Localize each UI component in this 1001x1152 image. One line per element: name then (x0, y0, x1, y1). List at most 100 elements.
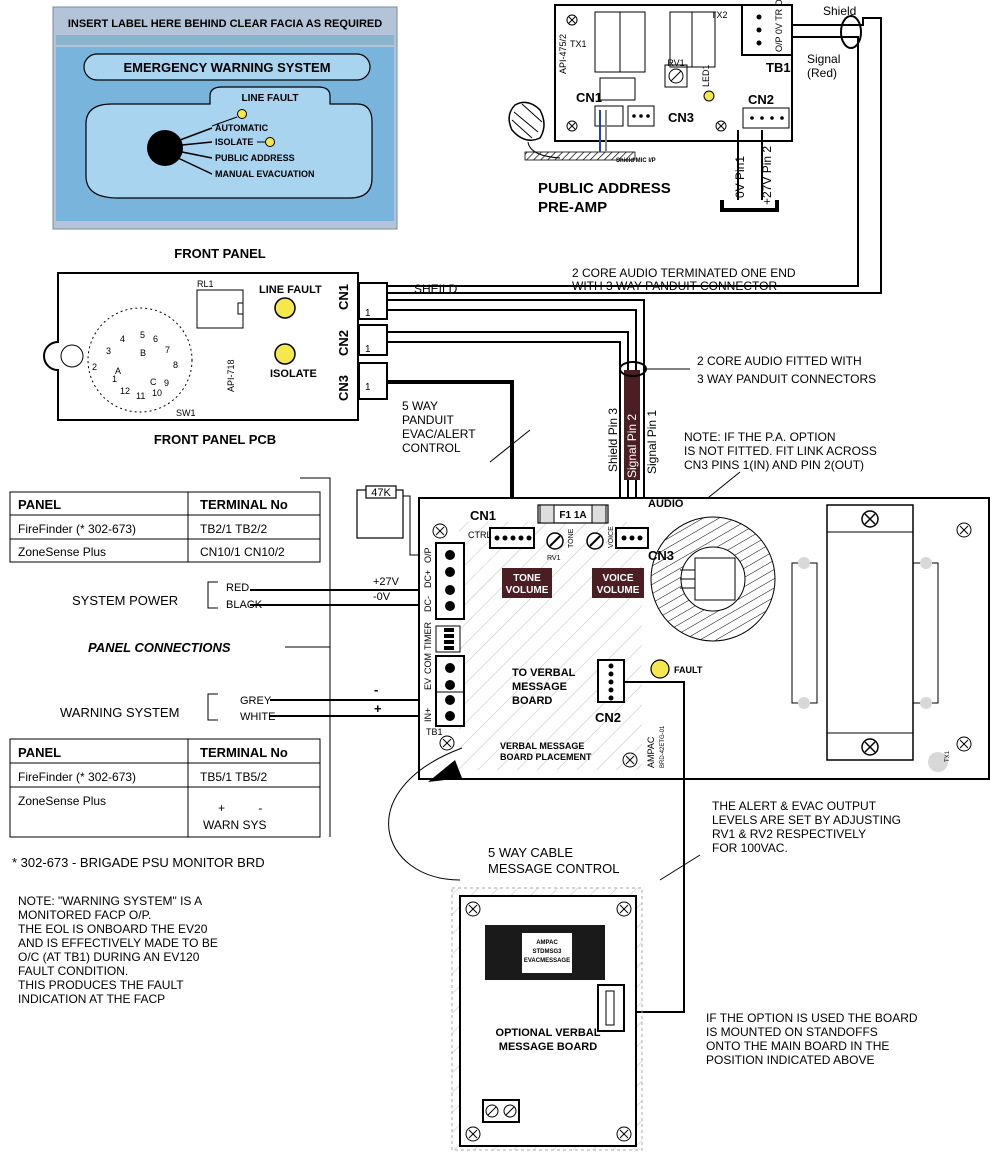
warning-table: PANEL TERMINAL No FireFinder (* 302-673)… (9, 738, 321, 838)
heatsink-icon (650, 516, 776, 642)
svg-text:1: 1 (365, 344, 371, 355)
svg-text:IS NOT FITTED. FIT LINK ACROSS: IS NOT FITTED. FIT LINK ACROSS (684, 444, 877, 458)
svg-text:3: 3 (106, 346, 111, 356)
preamp-board: TX1 TX2 RV1 LED1 API-475/2 TB1 O/P 0V TR… (508, 0, 793, 216)
switch-public-address: PUBLIC ADDRESS (215, 153, 295, 163)
svg-text:THIS PRODUCES THE FAULT: THIS PRODUCES THE FAULT (18, 978, 184, 992)
svg-text:+27V Pin 2: +27V Pin 2 (760, 146, 774, 205)
fp-isolate-led (274, 343, 296, 365)
svg-text:-: - (374, 682, 378, 697)
svg-text:Shield: Shield (823, 4, 856, 18)
svg-text:1: 1 (112, 374, 117, 384)
svg-text:EV: EV (423, 678, 433, 690)
svg-text:TIMER: TIMER (423, 622, 433, 650)
svg-text:Signal: Signal (807, 52, 840, 66)
svg-text:5 WAY: 5 WAY (402, 399, 438, 413)
fp-pcb-caption: FRONT PANEL PCB (154, 432, 276, 447)
cn3-preamp-label: CN3 (668, 110, 694, 125)
transformer-tx1 (791, 504, 939, 761)
svg-text:47K: 47K (371, 487, 391, 499)
preamp-caption-1: PUBLIC ADDRESS (538, 180, 671, 197)
screw-icon (616, 901, 632, 917)
tone-volume-badge (502, 568, 552, 598)
svg-text:TONE: TONE (513, 573, 541, 584)
table-cell: TB2/1 TB2/2 (200, 522, 267, 536)
svg-text:PANEL CONNECTIONS: PANEL CONNECTIONS (88, 640, 231, 655)
screw-icon (715, 120, 727, 132)
rv1-tone-pot-icon[interactable] (546, 532, 564, 550)
svg-text:MESSAGE BOARD: MESSAGE BOARD (499, 1041, 597, 1053)
system-title-box (83, 53, 371, 81)
line-fault-led (237, 109, 247, 119)
rv2-voice-pot-icon[interactable] (586, 532, 604, 550)
svg-text:7: 7 (165, 345, 170, 355)
switch-automatic: AUTOMATIC (215, 123, 269, 133)
table-header: TERMINAL No (200, 745, 288, 760)
svg-text:AMPAC: AMPAC (536, 940, 558, 946)
svg-text:-0V: -0V (373, 591, 391, 603)
svg-text:O/P 0V TR O/P: O/P 0V TR O/P (774, 0, 784, 52)
screw-icon (956, 736, 972, 752)
svg-text:IN+: IN+ (423, 708, 433, 722)
table-cell: FireFinder (* 302-673) (18, 770, 136, 784)
arrow-icon (428, 760, 462, 782)
panel-connections: PANEL CONNECTIONS SYSTEM POWER RED BLACK… (60, 477, 440, 837)
signal-pin2-highlight (624, 370, 640, 480)
mic-cable (524, 151, 636, 161)
svg-text:API-475/2: API-475/2 (558, 34, 568, 74)
svg-text:RV1: RV1 (547, 555, 561, 562)
power-table: PANEL TERMINAL No FireFinder (* 302-673)… (9, 491, 321, 563)
preamp-led (703, 90, 715, 102)
svg-text:IF THE OPTION IS USED THE BOAR: IF THE OPTION IS USED THE BOARD (706, 1011, 918, 1025)
mounting-hole-icon (60, 344, 84, 368)
front-panel-pcb: 4 5 6 3 7 2 B 8 A 1 C 9 12 10 11 RL1 LIN… (43, 272, 388, 447)
line-fault-label: LINE FAULT (241, 93, 298, 104)
system-title: EMERGENCY WARNING SYSTEM (123, 60, 330, 75)
svg-text:ISOLATE: ISOLATE (270, 368, 317, 380)
svg-text:CN3: CN3 (336, 375, 351, 401)
relay-rl1 (196, 289, 244, 329)
svg-text:DC-: DC- (423, 596, 433, 612)
screw-icon (956, 522, 972, 538)
svg-text:Shield MIC I/P: Shield MIC I/P (616, 158, 656, 164)
svg-text:ONTO THE MAIN BOARD IN THE: ONTO THE MAIN BOARD IN THE (706, 1039, 889, 1053)
svg-text:FAULT: FAULT (674, 665, 703, 675)
svg-text:Signal Pin 2: Signal Pin 2 (625, 414, 639, 478)
svg-text:MESSAGE CONTROL: MESSAGE CONTROL (488, 861, 619, 876)
svg-text:OPTIONAL VERBAL: OPTIONAL VERBAL (496, 1027, 601, 1039)
svg-text:TX1: TX1 (570, 39, 587, 49)
svg-text:GREY: GREY (240, 695, 272, 707)
fp-cn3-connector (358, 362, 388, 400)
svg-text:O/C (AT TB1) DURING AN EV120: O/C (AT TB1) DURING AN EV120 (18, 950, 200, 964)
screw-icon (432, 523, 448, 539)
table-header: PANEL (18, 745, 61, 760)
svg-text:RV1 & RV2 RESPECTIVELY: RV1 & RV2 RESPECTIVELY (712, 827, 866, 841)
svg-text:VOLUME: VOLUME (506, 585, 549, 596)
svg-text:CN2: CN2 (595, 710, 621, 725)
svg-text:12: 12 (120, 386, 130, 396)
screw-icon (465, 901, 481, 917)
svg-text:CN3 PINS 1(IN) AND PIN 2(OUT): CN3 PINS 1(IN) AND PIN 2(OUT) (684, 458, 864, 472)
svg-text:MONITORED FACP O/P.: MONITORED FACP O/P. (18, 908, 151, 922)
svg-text:5: 5 (140, 330, 145, 340)
svg-text:5 WAY CABLE: 5 WAY CABLE (488, 845, 573, 860)
svg-text:FOR 100VAC.: FOR 100VAC. (712, 841, 788, 855)
svg-text:0V Pin1: 0V Pin1 (733, 156, 747, 198)
table-header: TERMINAL No (200, 497, 288, 512)
svg-text:WHITE: WHITE (240, 711, 275, 723)
svg-text:A: A (115, 366, 121, 376)
svg-text:API-718: API-718 (226, 359, 236, 392)
screw-icon (616, 1126, 632, 1142)
fp-cn1-connector (358, 282, 388, 320)
svg-text:2 CORE AUDIO TERMINATED ONE EN: 2 CORE AUDIO TERMINATED ONE END (572, 266, 796, 280)
svg-text:1: 1 (365, 308, 371, 319)
svg-text:AND IS EFFECTIVELY MADE TO BE: AND IS EFFECTIVELY MADE TO BE (18, 936, 218, 950)
svg-text:IS MOUNTED ON STANDOFFS: IS MOUNTED ON STANDOFFS (706, 1025, 878, 1039)
svg-text:THE EOL IS ONBOARD THE EV20: THE EOL IS ONBOARD THE EV20 (18, 922, 208, 936)
fascia-label: INSERT LABEL HERE BEHIND CLEAR FACIA AS … (68, 18, 382, 30)
svg-text:WITH 3 WAY PANDUIT CONNECTOR: WITH 3 WAY PANDUIT CONNECTOR (572, 279, 777, 293)
svg-text:CN1: CN1 (336, 284, 351, 310)
svg-text:NOTE: "WARNING SYSTEM" IS A: NOTE: "WARNING SYSTEM" IS A (18, 894, 202, 908)
screw-icon (465, 1126, 481, 1142)
